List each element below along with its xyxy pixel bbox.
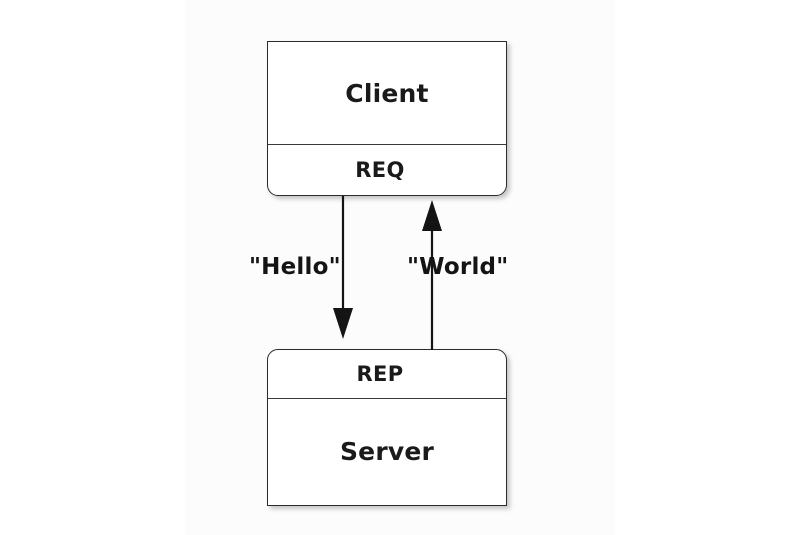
node-server-socket-rep: REP xyxy=(268,350,506,399)
node-client-title: Client xyxy=(345,78,429,108)
edge-label-world: "World" xyxy=(407,254,509,280)
edge-label-hello: "Hello" xyxy=(249,254,341,280)
node-server[interactable]: REP Server xyxy=(267,349,507,506)
node-client[interactable]: Client REQ xyxy=(267,41,507,196)
node-client-socket-req: REQ xyxy=(268,144,506,195)
node-server-title: Server xyxy=(339,437,435,466)
